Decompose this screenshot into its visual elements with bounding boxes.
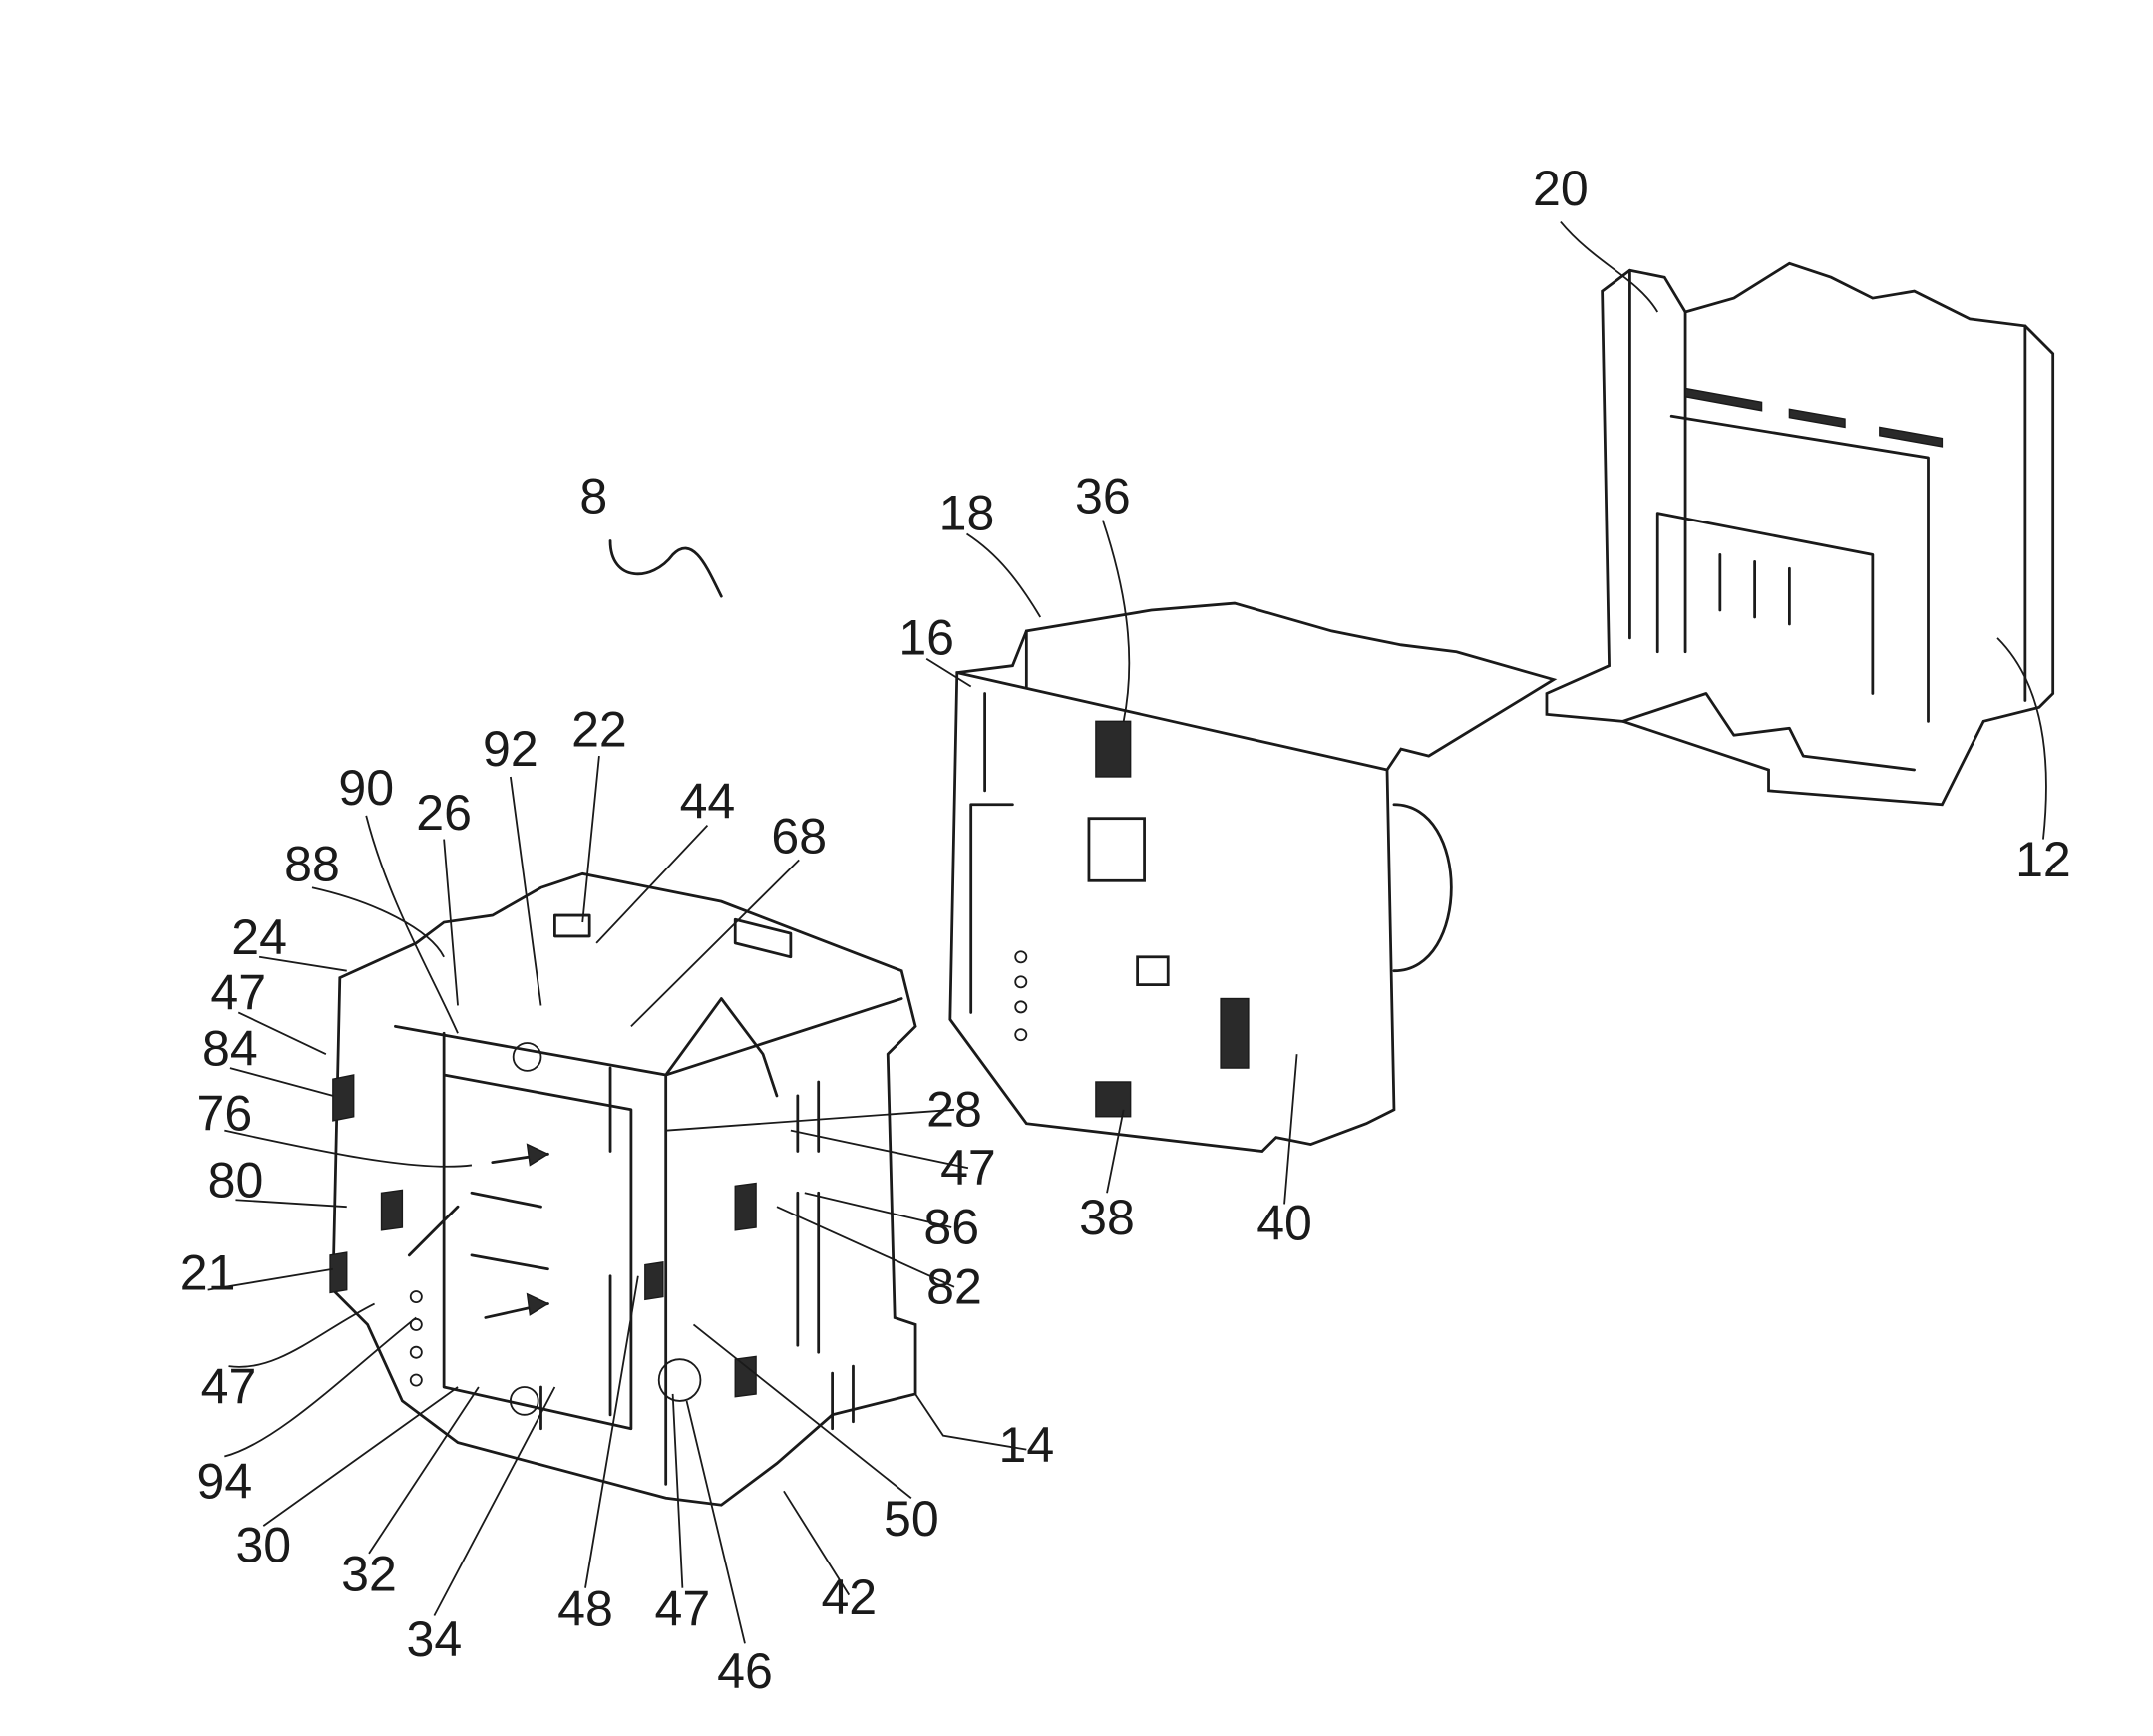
arrows (407, 539, 723, 1319)
module-14 (329, 871, 917, 1507)
reference-numerals: 20 8 18 36 16 22 92 90 26 44 68 88 24 47… (180, 161, 2071, 1699)
leader-lines (207, 220, 2047, 1644)
label-34: 34 (407, 1611, 463, 1667)
label-86: 86 (923, 1200, 979, 1255)
label-68: 68 (771, 808, 827, 864)
label-32: 32 (341, 1546, 397, 1601)
label-8: 8 (579, 469, 607, 524)
label-90: 90 (338, 760, 394, 816)
label-24: 24 (231, 909, 287, 965)
label-94: 94 (196, 1453, 252, 1509)
label-26: 26 (416, 785, 472, 841)
label-48: 48 (557, 1580, 613, 1636)
label-28: 28 (926, 1081, 982, 1137)
housing-12 (1545, 261, 2055, 807)
label-47: 47 (210, 965, 266, 1021)
label-47: 47 (201, 1359, 257, 1415)
label-47: 47 (940, 1140, 996, 1196)
label-76: 76 (196, 1086, 252, 1142)
label-92: 92 (483, 721, 538, 777)
label-22: 22 (571, 701, 627, 757)
label-82: 82 (926, 1259, 982, 1315)
circuit-board-16 (948, 601, 1558, 1153)
label-50: 50 (884, 1491, 939, 1547)
label-46: 46 (717, 1643, 773, 1699)
label-38: 38 (1079, 1190, 1135, 1245)
label-14: 14 (998, 1417, 1054, 1473)
label-42: 42 (821, 1569, 877, 1625)
label-21: 21 (180, 1245, 236, 1301)
label-84: 84 (202, 1020, 258, 1076)
label-18: 18 (939, 485, 995, 540)
label-80: 80 (208, 1152, 264, 1208)
label-40: 40 (1256, 1196, 1312, 1251)
label-30: 30 (235, 1517, 291, 1572)
label-20: 20 (1533, 161, 1589, 216)
label-88: 88 (284, 836, 340, 891)
label-12: 12 (2015, 832, 2071, 887)
label-36: 36 (1075, 469, 1131, 524)
label-47: 47 (655, 1580, 711, 1636)
label-16: 16 (898, 610, 954, 666)
label-44: 44 (680, 774, 736, 830)
